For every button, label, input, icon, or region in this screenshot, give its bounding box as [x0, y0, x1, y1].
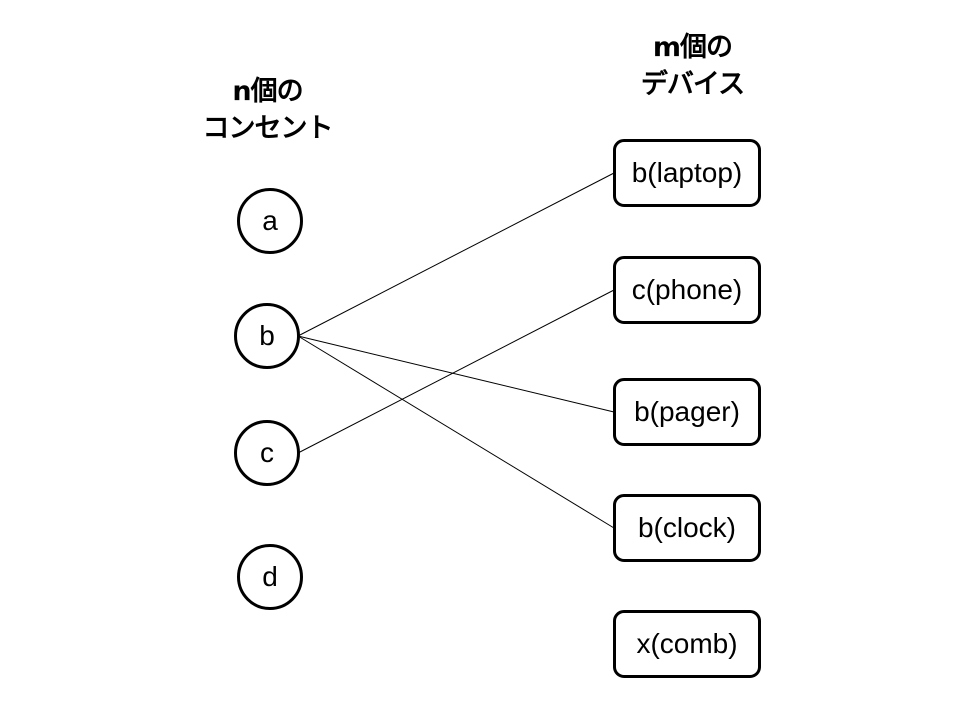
devices-heading-line2: デバイス — [640, 69, 745, 100]
device-box-clock: b(clock) — [613, 494, 761, 562]
devices-heading-line1: m個の — [652, 32, 733, 63]
devices-heading: m個の デバイス — [605, 29, 780, 103]
outlet-node-c: c — [234, 420, 300, 486]
outlets-heading: n個の コンセント — [180, 73, 355, 147]
outlet-label: a — [262, 205, 278, 236]
outlet-node-d: d — [237, 544, 303, 610]
outlets-heading-line1: n個の — [232, 76, 303, 107]
outlet-label: c — [260, 437, 274, 468]
connection-line-b-3 — [297, 335, 615, 529]
device-box-pager: b(pager) — [613, 378, 761, 446]
device-box-laptop: b(laptop) — [613, 139, 761, 207]
device-box-phone: c(phone) — [613, 256, 761, 324]
outlet-node-a: a — [237, 188, 303, 254]
outlet-node-b: b — [234, 303, 300, 369]
device-label: c(phone) — [631, 274, 743, 305]
outlet-label: d — [262, 561, 278, 592]
outlets-heading-line2: コンセント — [202, 113, 334, 144]
device-label: b(pager) — [634, 396, 740, 427]
connection-line-b-2 — [297, 335, 615, 413]
device-label: b(clock) — [637, 512, 736, 543]
device-box-comb: x(comb) — [613, 610, 761, 678]
connection-line-b-0 — [297, 172, 615, 337]
device-label: b(laptop) — [631, 157, 743, 188]
connection-line-c-1 — [297, 289, 615, 454]
outlet-label: b — [259, 320, 275, 351]
device-label: x(comb) — [636, 628, 738, 659]
